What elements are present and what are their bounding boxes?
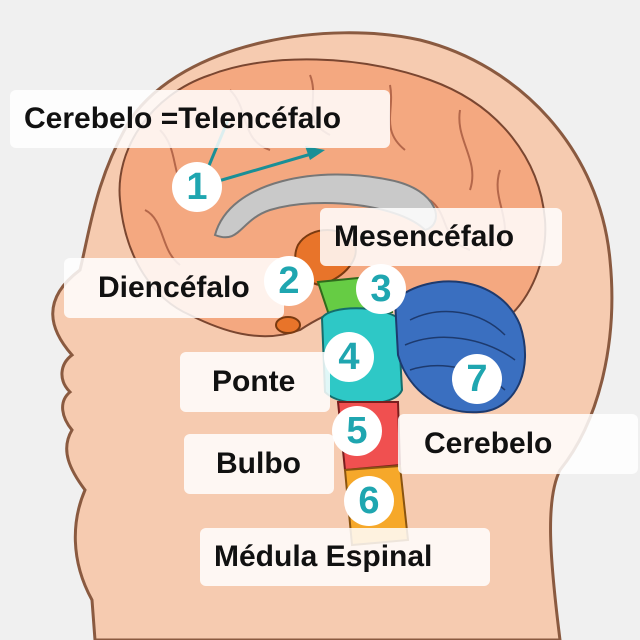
pituitary: [275, 316, 301, 334]
badge-2: 2: [264, 256, 314, 306]
label-cerebelo: Cerebelo: [398, 414, 638, 474]
badge-7: 7: [452, 354, 502, 404]
label-diencefalo: Diencéfalo: [64, 258, 284, 318]
badge-1: 1: [172, 162, 222, 212]
badge-6: 6: [344, 476, 394, 526]
label-ponte: Ponte: [180, 352, 330, 412]
label-medula: Médula Espinal: [200, 528, 490, 586]
badge-5: 5: [332, 406, 382, 456]
label-bulbo: Bulbo: [184, 434, 334, 494]
badge-4: 4: [324, 332, 374, 382]
label-mesencefalo: Mesencéfalo: [320, 208, 562, 266]
badge-3: 3: [356, 264, 406, 314]
label-telencefalo: Cerebelo =Telencéfalo: [10, 90, 390, 148]
